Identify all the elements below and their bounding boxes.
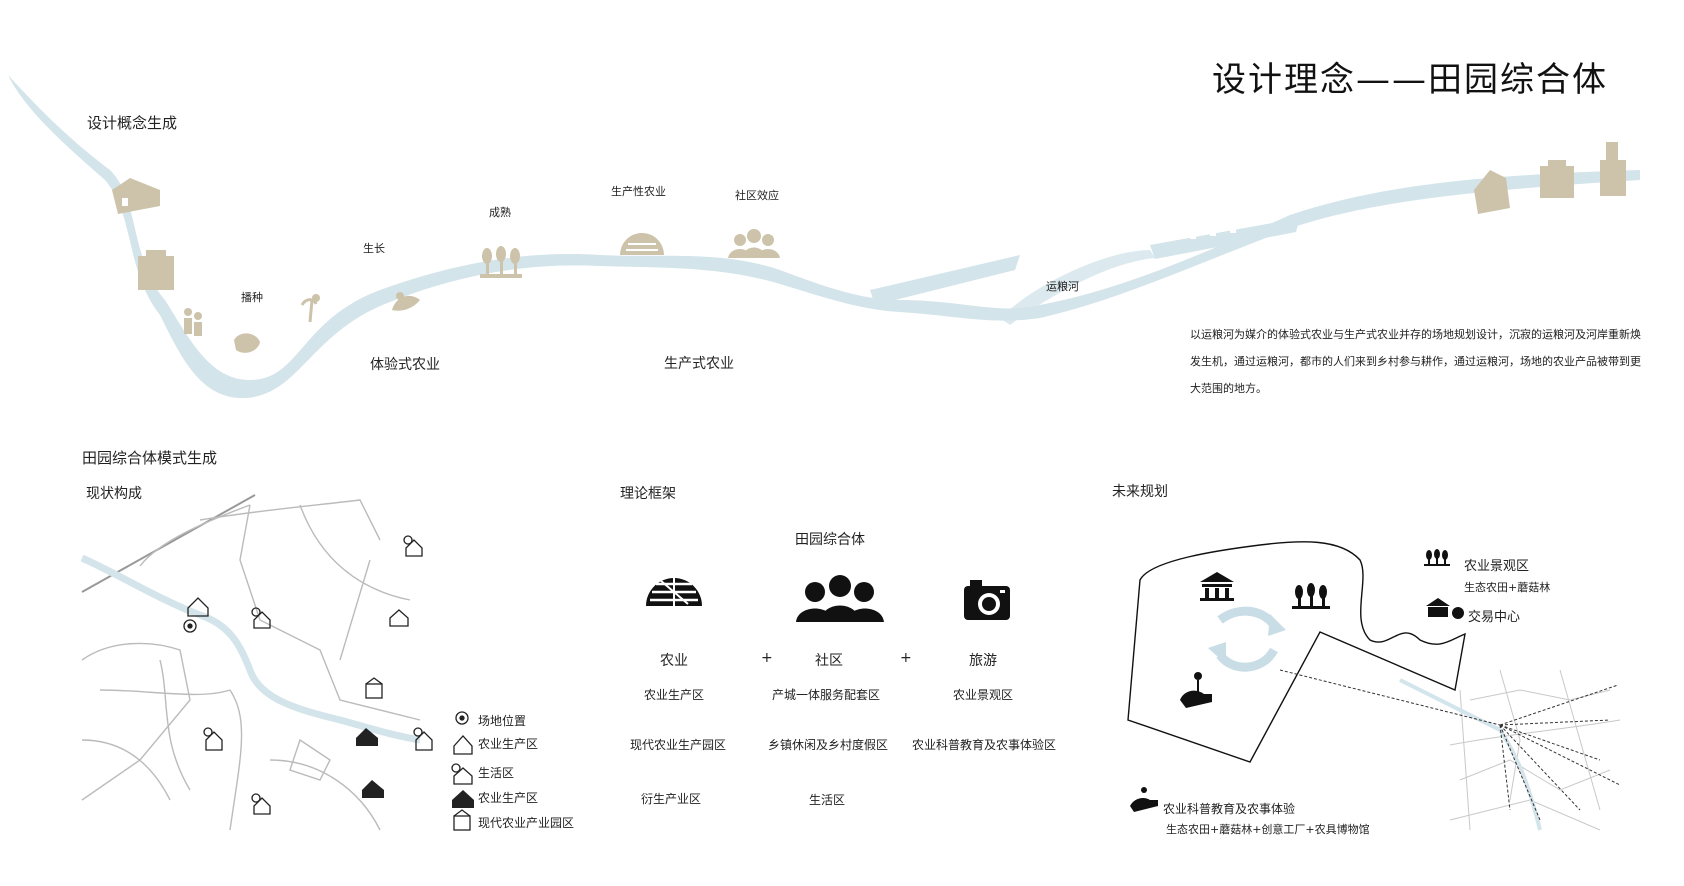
refresh-icon	[1216, 606, 1280, 672]
sun-house-icon	[251, 607, 271, 629]
money-bag-icon	[1452, 607, 1464, 619]
stage-label-mature: 成熟	[489, 206, 511, 219]
sun-house-icon	[203, 727, 223, 751]
arrow-icon	[1268, 614, 1286, 636]
concept-description: 以运粮河为媒介的体验式农业与生产式农业并存的场地规划设计，沉寂的运粮河及河岸重新…	[1190, 328, 1641, 395]
barn-icon	[187, 597, 209, 617]
people-icon	[796, 575, 884, 622]
apartment-icon	[1540, 160, 1574, 198]
current-heading: 现状构成	[86, 486, 142, 502]
future-landscape-sub: 生态农田+蘑菇林	[1464, 581, 1551, 594]
barn-icon	[389, 609, 409, 627]
legend-modern-park: 现代农业产业园区	[478, 816, 575, 830]
hand-plant-icon	[1180, 672, 1212, 708]
theory-item: 生活区	[809, 793, 846, 807]
greenhouse-icon	[362, 780, 384, 798]
legend-agri-production-2: 农业生产区	[478, 791, 539, 805]
barge-icon	[870, 255, 1020, 305]
museum-icon	[1200, 572, 1234, 601]
stage-label-community: 社区效应	[735, 189, 779, 202]
tower-icon	[1600, 142, 1626, 196]
factory-icon	[1474, 170, 1510, 214]
stage-label-sowing: 播种	[241, 291, 263, 304]
theory-item: 产城一体服务配套区	[772, 688, 881, 702]
theory-root: 田园综合体	[795, 532, 865, 548]
mode-heading: 田园综合体模式生成	[82, 449, 218, 467]
seedling-icon	[392, 292, 420, 311]
field-icon	[646, 578, 702, 606]
museum-icon	[1426, 598, 1450, 617]
theory-heading: 理论框架	[620, 486, 676, 502]
sun-house-icon	[413, 727, 433, 751]
future-education-sub: 生态农田+蘑菇林+创意工厂+农具博物馆	[1166, 823, 1370, 836]
sprout-icon	[300, 294, 320, 323]
stage-label-productive: 生产性农业	[611, 185, 666, 198]
location-icon	[183, 619, 197, 633]
theory-item: 农业景观区	[953, 688, 1014, 702]
zone-label-experience: 体验式农业	[370, 357, 440, 373]
arrow-icon	[1208, 642, 1226, 664]
plus-sign: +	[900, 650, 912, 666]
theory-item: 乡镇休闲及乡村度假区	[768, 738, 889, 752]
future-heading: 未来规划	[1112, 484, 1168, 500]
concept-heading: 设计概念生成	[87, 114, 178, 132]
legend-agri-production: 农业生产区	[478, 737, 539, 751]
stage-label-growth: 生长	[363, 242, 385, 255]
theory-col-community: 社区	[815, 653, 843, 669]
greenhouse-icon	[452, 790, 474, 808]
house-icon	[112, 178, 160, 214]
family-icon	[184, 308, 202, 336]
seed-hand-icon	[234, 333, 260, 353]
zone-label-production: 生产式农业	[664, 356, 734, 372]
factory-icon	[453, 809, 471, 831]
future-site-outline	[1127, 541, 1466, 763]
location-icon	[455, 711, 469, 725]
future-landscape-label: 农业景观区	[1464, 559, 1530, 574]
greenhouse-icon	[356, 728, 378, 746]
theory-col-agriculture: 农业	[660, 653, 688, 669]
factory-icon	[365, 677, 383, 699]
theory-item: 衍生产业区	[641, 792, 702, 806]
sun-house-icon	[451, 763, 473, 785]
legend-site: 场地位置	[478, 714, 527, 728]
barge-icon	[1150, 218, 1300, 259]
wheat-icon	[1292, 583, 1330, 609]
apartment-icon	[138, 250, 174, 290]
legend-living: 生活区	[478, 766, 515, 780]
canal-label: 运粮河	[1046, 280, 1079, 293]
plus-sign: +	[761, 650, 773, 666]
theory-item: 现代农业生产园区	[630, 738, 727, 752]
current-river	[80, 554, 421, 744]
future-river	[1399, 678, 1542, 831]
wheat-icon	[1424, 549, 1450, 566]
theory-col-tourism: 旅游	[969, 653, 997, 669]
future-map	[1449, 669, 1621, 831]
camera-icon	[964, 580, 1010, 620]
sun-house-icon	[403, 535, 423, 557]
river-branch	[1000, 250, 1155, 325]
sun-house-icon	[251, 793, 271, 815]
hand-plant-icon	[1130, 787, 1158, 812]
current-map	[81, 494, 421, 831]
theory-item: 农业科普教育及农事体验区	[912, 738, 1057, 752]
future-trade-label: 交易中心	[1468, 610, 1521, 625]
field-sun-icon	[620, 233, 664, 255]
connection-lines	[1279, 669, 1621, 821]
wheat-icon	[480, 246, 522, 278]
page-title: 设计理念——田园综合体	[1212, 60, 1608, 100]
theory-item: 农业生产区	[644, 688, 705, 702]
future-education-label: 农业科普教育及农事体验	[1163, 802, 1296, 816]
people-icon	[728, 229, 780, 258]
barn-icon	[453, 735, 473, 755]
